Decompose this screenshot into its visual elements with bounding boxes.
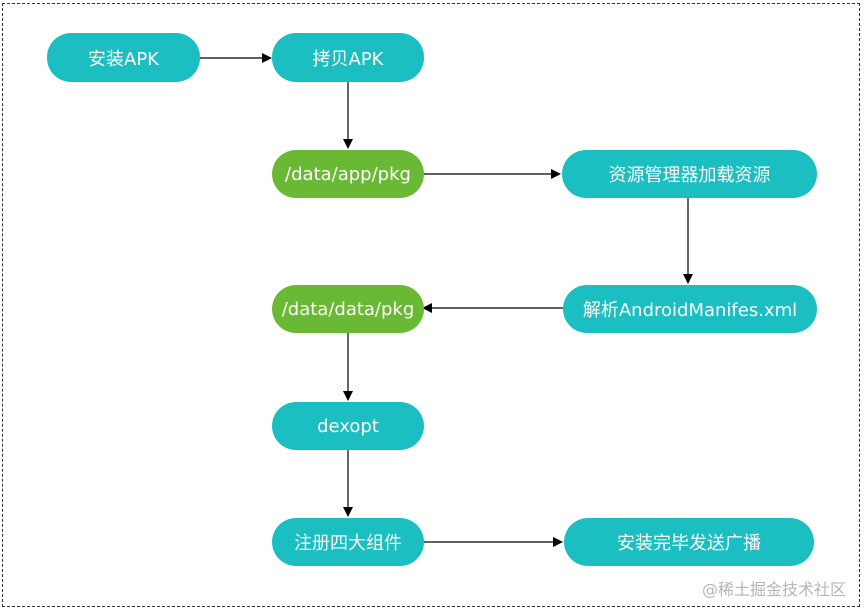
node-parse-manifest: 解析AndroidManifes.xml	[563, 285, 817, 333]
node-resource-manager: 资源管理器加载资源	[562, 150, 817, 198]
node-register-components: 注册四大组件	[272, 518, 424, 566]
watermark: @稀土掘金技术社区	[701, 580, 846, 599]
node-data-app-pkg: /data/app/pkg	[272, 150, 424, 198]
node-data-data-pkg: /data/data/pkg	[272, 285, 424, 333]
node-dexopt: dexopt	[272, 402, 424, 450]
node-copy-apk: 拷贝APK	[272, 33, 424, 82]
node-install-complete: 安装完毕发送广播	[564, 518, 814, 566]
diagram-frame	[2, 3, 860, 607]
node-install-apk: 安装APK	[47, 33, 200, 82]
